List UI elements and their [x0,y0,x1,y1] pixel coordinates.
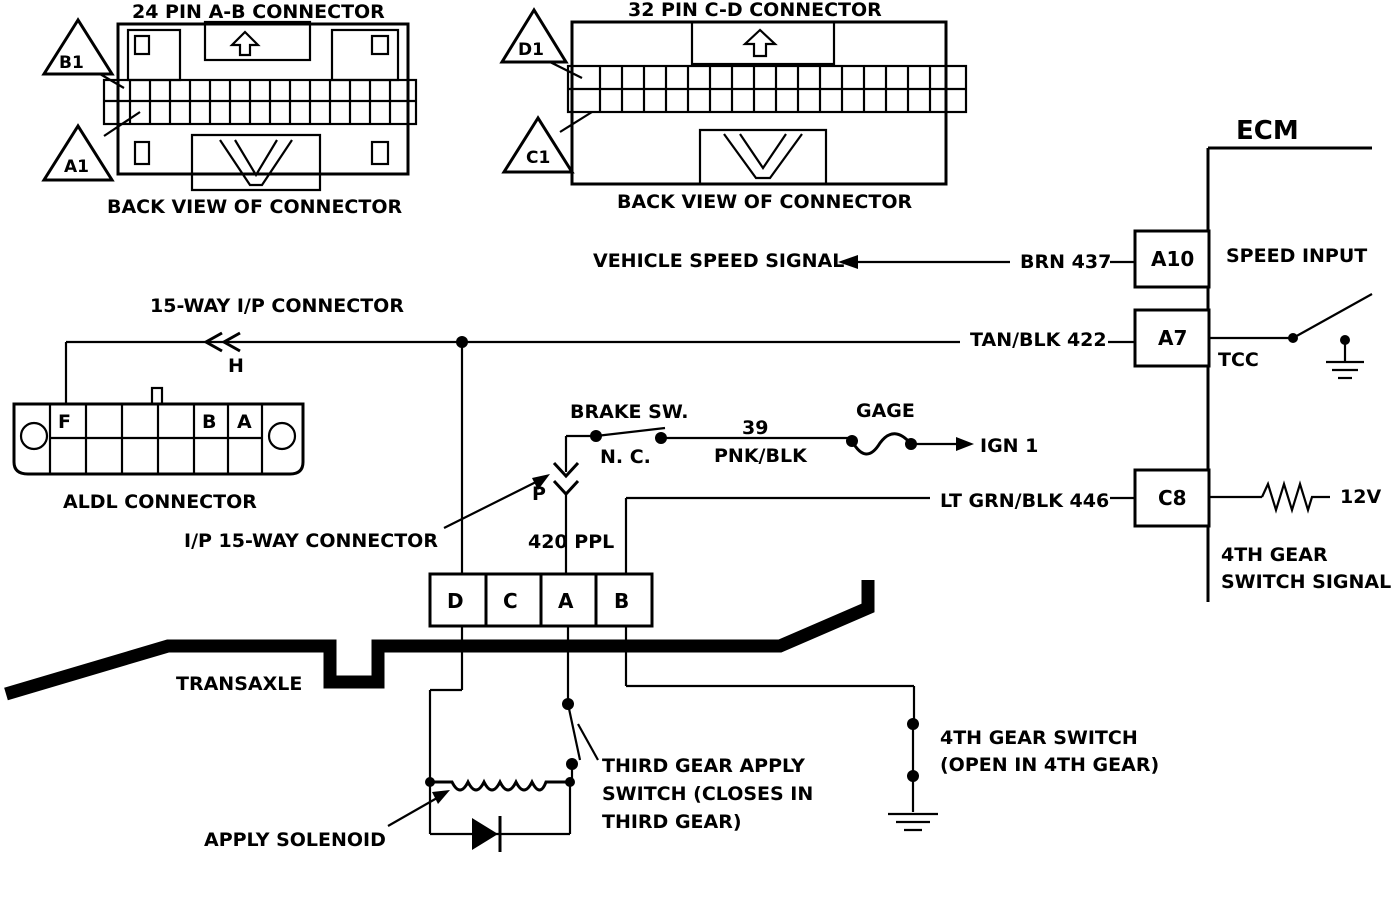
brake-switch-blade [595,426,666,438]
ab-back-view-label: BACK VIEW OF CONNECTOR [107,196,402,218]
transaxle-connector: D C A B [428,572,654,628]
fourth-gear-signal-line2: SWITCH SIGNAL [1221,571,1391,593]
ground-icon [888,812,938,832]
ecm-pin-a10 [1133,229,1211,289]
speed-signal-line: VEHICLE SPEED SIGNAL BRN 437 [593,250,1135,273]
cd-back-view-label: BACK VIEW OF CONNECTOR [617,191,912,213]
third-gear-label-line2: SWITCH (CLOSES IN [602,783,813,805]
fourth-gear-switch-label-line1: 4TH GEAR SWITCH [940,727,1138,749]
ppl-420-label: 420 PPL [528,531,614,553]
tan-blk-422-label: TAN/BLK 422 [970,329,1107,351]
arrow-right-icon [956,437,974,451]
terminal-p-label: P [532,483,546,505]
terminal-h-label: H [228,355,244,377]
transaxle-case: TRANSAXLE [4,580,875,701]
marker-b1: B1 [59,53,84,73]
ecm-block: ECM A10 A7 C8 SPEED INPUT TCC 4TH GEAR S… [1133,116,1391,602]
transaxle-pin-d: D [447,589,464,613]
fourth-gear-switch-label-line2: (OPEN IN 4TH GEAR) [940,754,1159,776]
marker-c1: C1 [526,148,550,168]
aldl-connector: F B A ALDL CONNECTOR [12,386,305,513]
fourth-gear-signal-line1: 4TH GEAR [1221,544,1328,566]
aldl-pin-b: B [202,411,216,433]
transaxle-internal-wiring: THIRD GEAR APPLY SWITCH (CLOSES IN THIRD… [204,626,1159,852]
marker-d1: D1 [518,40,544,60]
fifteen-way-ip-label: 15-WAY I/P CONNECTOR [150,295,404,317]
gage-label: GAGE [856,400,915,422]
up-arrow-icon [742,28,778,58]
pointer-arrow-icon [532,474,550,490]
arrow-left-icon [838,255,858,269]
ecm-pin-c8-label: C8 [1158,486,1187,510]
aldl-connector-label: ALDL CONNECTOR [63,491,257,513]
marker-a1: A1 [64,157,89,177]
tan-blk-wire: TAN/BLK 422 H 15-WAY I/P CONNECTOR [64,295,1135,574]
pnk-blk-label: PNK/BLK [714,445,808,467]
ecm-pin-a7-label: A7 [1158,326,1187,350]
third-gear-label-line3: THIRD GEAR) [602,811,742,833]
circuit-39-label: 39 [742,417,768,439]
aldl-pin-a: A [237,411,252,433]
cd-connector-view: 32 PIN C-D CONNECTOR D1 C1 BACK VIEW OF … [499,0,968,213]
cd-connector-title: 32 PIN C-D CONNECTOR [628,0,882,21]
tcc-label: TCC [1218,349,1259,371]
ground-icon [1326,360,1364,380]
transaxle-pin-b: B [614,589,629,613]
brn-437-label: BRN 437 [1020,251,1111,273]
third-gear-switch-blade [566,703,582,761]
transaxle-label: TRANSAXLE [176,673,302,695]
fuse-icon [850,432,913,456]
ecm-pin-a7 [1133,308,1211,368]
apply-solenoid-label: APPLY SOLENOID [204,829,386,851]
resistor-icon [1261,480,1330,514]
brake-switch-label: BRAKE SW. [570,401,688,423]
up-arrow-icon [229,30,261,57]
terminal-p-chevron-icon [552,461,580,479]
ab-connector-view: 24 PIN A-B CONNECTOR B1 A1 BACK VIEW [41,1,418,218]
third-gear-label-line1: THIRD GEAR APPLY [602,755,805,777]
tcc-switch-blade [1292,293,1373,339]
aldl-pin-f: F [58,411,71,433]
brake-nc-label: N. C. [600,446,651,468]
supply-12v-label: 12V [1340,486,1381,508]
transaxle-pin-a: A [558,589,574,613]
brake-switch-circuit: BRAKE SW. N. C. 39 PNK/BLK GAGE IGN 1 [564,400,1038,472]
pointer-arrow-icon [432,790,450,804]
ign-1-label: IGN 1 [980,435,1038,457]
ab-connector-title: 24 PIN A-B CONNECTOR [132,1,385,23]
ecm-pin-a10-label: A10 [1151,247,1194,271]
ip-fifteen-way-label: I/P 15-WAY CONNECTOR [184,530,438,552]
speed-input-label: SPEED INPUT [1226,245,1367,267]
vehicle-speed-signal-label: VEHICLE SPEED SIGNAL [593,250,844,272]
diode-icon [472,818,498,850]
solenoid-coil-icon [430,778,570,792]
ecm-title: ECM [1236,116,1299,146]
terminal-p: P 420 PPL I/P 15-WAY CONNECTOR [184,461,614,574]
terminal-h-chevron-icon [202,331,223,353]
transaxle-pin-c: C [503,589,518,613]
lt-grn-blk-wire: LT GRN/BLK 446 [624,490,1135,574]
lt-grn-blk-446-label: LT GRN/BLK 446 [940,490,1109,512]
